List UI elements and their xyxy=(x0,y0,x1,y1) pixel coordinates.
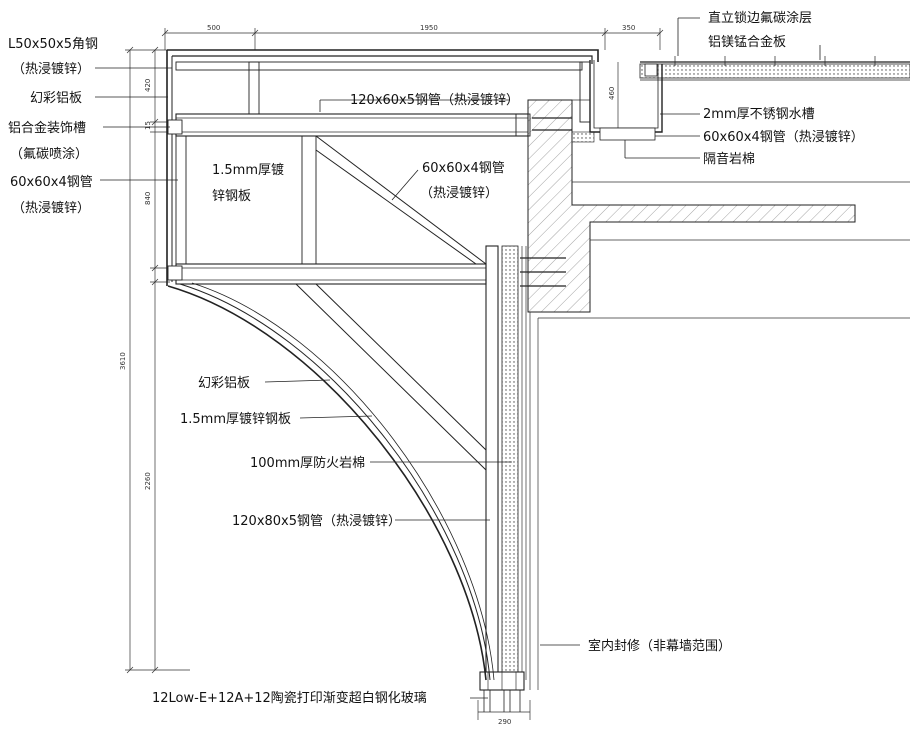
dim-840: 840 xyxy=(144,192,152,205)
dim-500: 500 xyxy=(207,24,220,32)
label-angle-steel-note: （热浸镀锌） xyxy=(12,61,90,77)
label-alloy-groove-note: （氟碳喷涂） xyxy=(10,146,88,162)
dim-15: 15 xyxy=(144,121,152,130)
concrete-structure xyxy=(527,99,910,690)
label-galv-plate-curve: 1.5mm厚镀锌钢板 xyxy=(180,411,291,427)
dim-1950: 1950 xyxy=(420,24,438,32)
roof-panel xyxy=(639,56,910,81)
label-interior-finish: 室内封修（非幕墙范围） xyxy=(588,638,731,654)
label-angle-steel: L50x50x5角钢 xyxy=(8,37,98,52)
vertical-mullion xyxy=(479,245,527,712)
dim-350: 350 xyxy=(622,24,635,32)
label-top-tube: 120x60x5钢管（热浸镀锌） xyxy=(350,92,519,108)
label-steel-tube-left-note: （热浸镀锌） xyxy=(12,200,90,216)
canopy-frame xyxy=(166,49,599,471)
label-aluminum-panel-top: 幻彩铝板 xyxy=(30,91,82,106)
label-fire-rock-wool: 100mm厚防火岩棉 xyxy=(250,455,365,471)
dim-460: 460 xyxy=(608,87,616,100)
label-gutter: 2mm厚不锈钢水槽 xyxy=(703,107,815,122)
curved-soffit xyxy=(167,282,495,681)
label-diag-tube: 60x60x4钢管 xyxy=(422,161,505,176)
label-glass: 12Low-E+12A+12陶瓷打印渐变超白钢化玻璃 xyxy=(152,690,427,706)
dimension-lines xyxy=(125,28,664,720)
label-roof-alloy: 铝镁锰合金板 xyxy=(708,34,786,50)
dim-420: 420 xyxy=(144,79,152,92)
dim-3610: 3610 xyxy=(119,352,127,370)
label-steel-tube-left: 60x60x4钢管 xyxy=(10,175,93,190)
dim-2260: 2260 xyxy=(144,472,152,490)
label-gutter-tube: 60x60x4钢管（热浸镀锌） xyxy=(703,129,864,145)
label-rock-wool: 隔音岩棉 xyxy=(703,151,755,167)
label-galv-plate-a: 1.5mm厚镀 xyxy=(212,162,284,178)
label-aluminum-panel-curve: 幻彩铝板 xyxy=(198,376,250,391)
label-vertical-tube: 120x80x5钢管（热浸镀锌） xyxy=(232,513,401,529)
dim-290: 290 xyxy=(498,718,511,726)
label-diag-tube-note: （热浸镀锌） xyxy=(420,185,498,201)
leader-lines xyxy=(95,17,821,699)
label-roof-coating: 直立锁边氟碳涂层 xyxy=(708,10,812,26)
label-alloy-groove: 铝合金装饰槽 xyxy=(8,120,86,136)
label-galv-plate-b: 锌钢板 xyxy=(212,189,251,204)
